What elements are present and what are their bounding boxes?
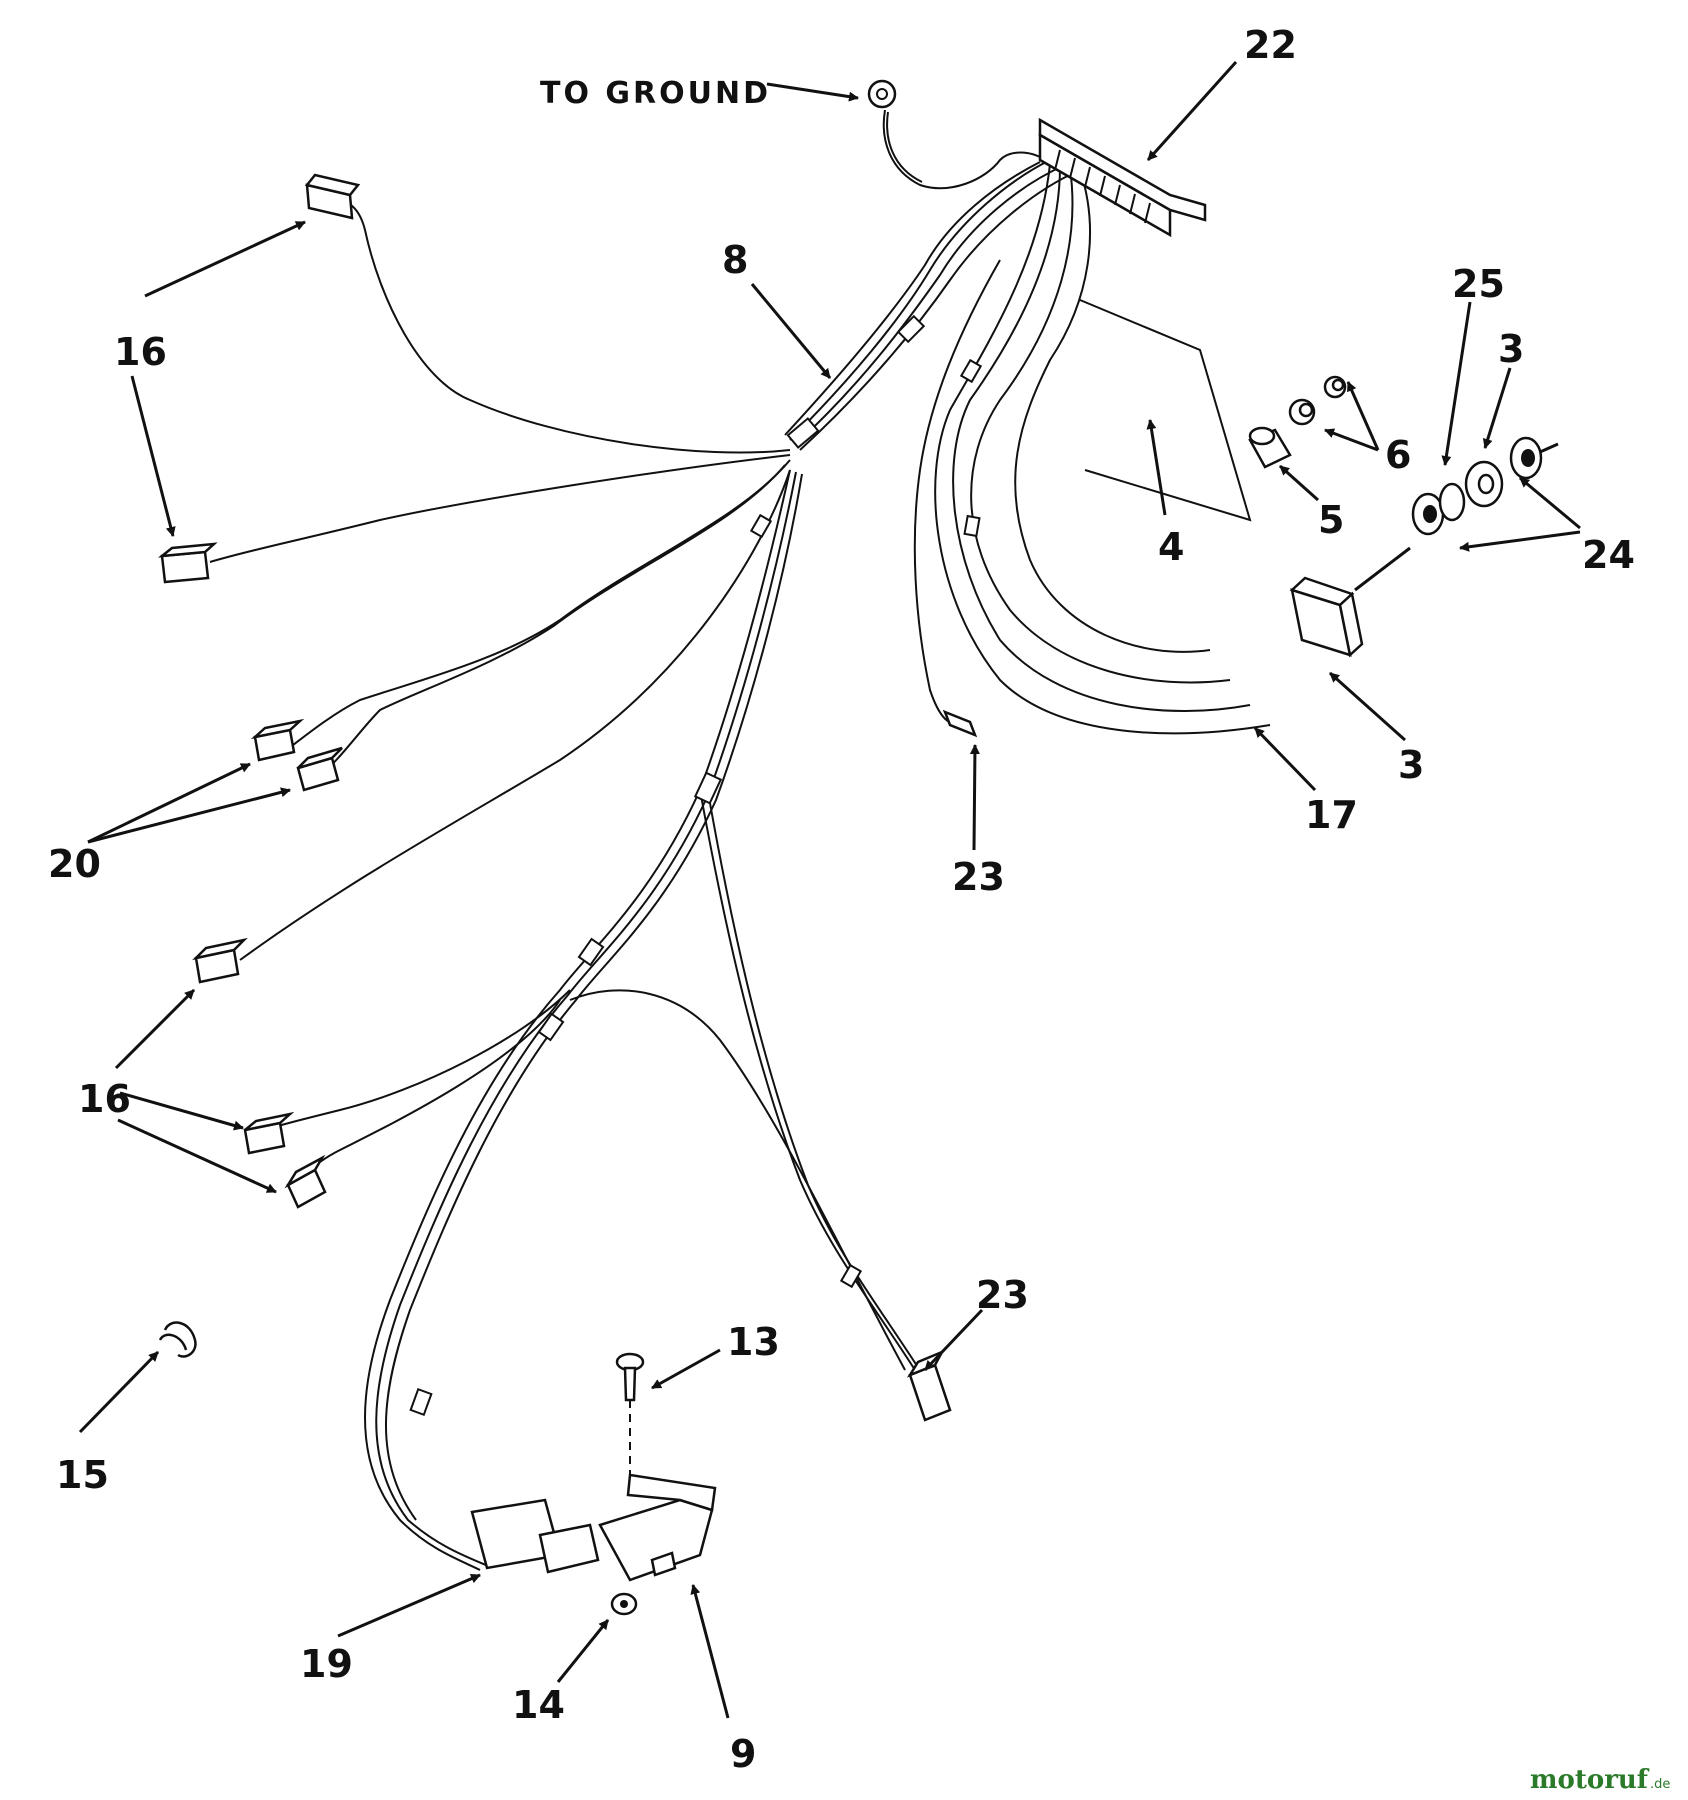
nut-14 — [610, 1592, 638, 1616]
connector-19 — [470, 1498, 600, 1574]
washers-nuts-24-25 — [1411, 436, 1559, 536]
watermark-suffix: .de — [1650, 1777, 1670, 1792]
callout-5: 5 — [1318, 498, 1344, 542]
connector-16-top — [304, 173, 361, 220]
connector-16-lower-b — [284, 1154, 327, 1209]
wire-harness — [209, 109, 1271, 1571]
callout-23-lower: 23 — [976, 1273, 1029, 1317]
connector-20-a — [250, 718, 305, 762]
connector-23-lower — [906, 1349, 952, 1422]
terminal-23-upper — [942, 709, 978, 738]
callout-23-upper: 23 — [952, 855, 1005, 899]
callout-24: 24 — [1582, 533, 1635, 577]
callout-9: 9 — [730, 1732, 756, 1776]
connector-16-middle — [192, 937, 248, 984]
watermark-brand: motoruf — [1530, 1765, 1650, 1795]
callout-25: 25 — [1452, 262, 1505, 306]
connector-block-22 — [1038, 117, 1207, 238]
screw-13 — [615, 1352, 645, 1480]
callout-19: 19 — [300, 1642, 353, 1686]
callout-13: 13 — [727, 1320, 780, 1364]
motoruf-watermark: motoruf .de — [1530, 1765, 1670, 1795]
callout-20: 20 — [48, 842, 101, 886]
callout-8: 8 — [722, 238, 748, 282]
callout-14: 14 — [512, 1683, 565, 1727]
clip-15 — [158, 1321, 197, 1358]
toggle-switch-3 — [1289, 546, 1411, 658]
leader-arrows — [78, 60, 1581, 1719]
callout-3-top: 3 — [1498, 327, 1524, 371]
knob-5 — [1248, 426, 1292, 469]
callout-15: 15 — [56, 1453, 109, 1497]
callout-4: 4 — [1158, 525, 1184, 569]
to-ground-label: TO GROUND — [540, 76, 771, 111]
connector-20-b — [296, 746, 343, 792]
safety-switch-9 — [598, 1473, 717, 1582]
callout-6: 6 — [1385, 433, 1411, 477]
ground-eyelet — [867, 79, 897, 109]
callout-16-lower: 16 — [78, 1077, 131, 1121]
callout-17: 17 — [1305, 793, 1358, 837]
callout-3-bottom: 3 — [1398, 743, 1424, 787]
connector-16-lower-a — [243, 1111, 295, 1155]
callout-22: 22 — [1244, 23, 1297, 67]
connector-16-left — [157, 542, 218, 584]
bushing-6 — [1288, 375, 1347, 426]
callout-16-top: 16 — [114, 330, 167, 374]
tape-bands — [409, 314, 983, 1417]
